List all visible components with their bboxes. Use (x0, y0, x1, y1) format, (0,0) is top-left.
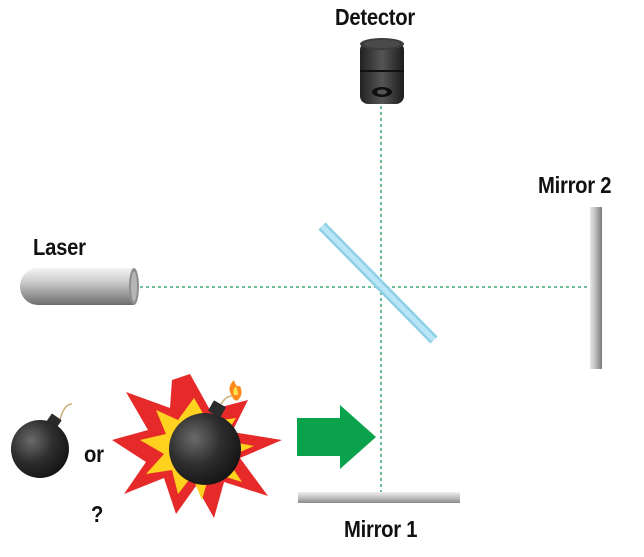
mirror-2-icon (590, 207, 602, 369)
detector-icon (360, 38, 404, 104)
detector-label: Detector (335, 4, 415, 30)
beam-paths (140, 106, 592, 492)
mirror-1-icon (298, 492, 460, 503)
question-label: ? (91, 501, 104, 527)
mirror-1-label: Mirror 1 (344, 516, 418, 542)
mirror-2-label: Mirror 2 (538, 172, 612, 198)
exploding-bomb-icon (112, 374, 282, 518)
arrow-right-icon (297, 405, 376, 469)
beam-splitter-icon (318, 222, 438, 344)
or-label: or (84, 441, 104, 467)
bomb-icon (11, 403, 73, 478)
laser-label: Laser (33, 234, 86, 260)
laser-icon (20, 268, 139, 305)
